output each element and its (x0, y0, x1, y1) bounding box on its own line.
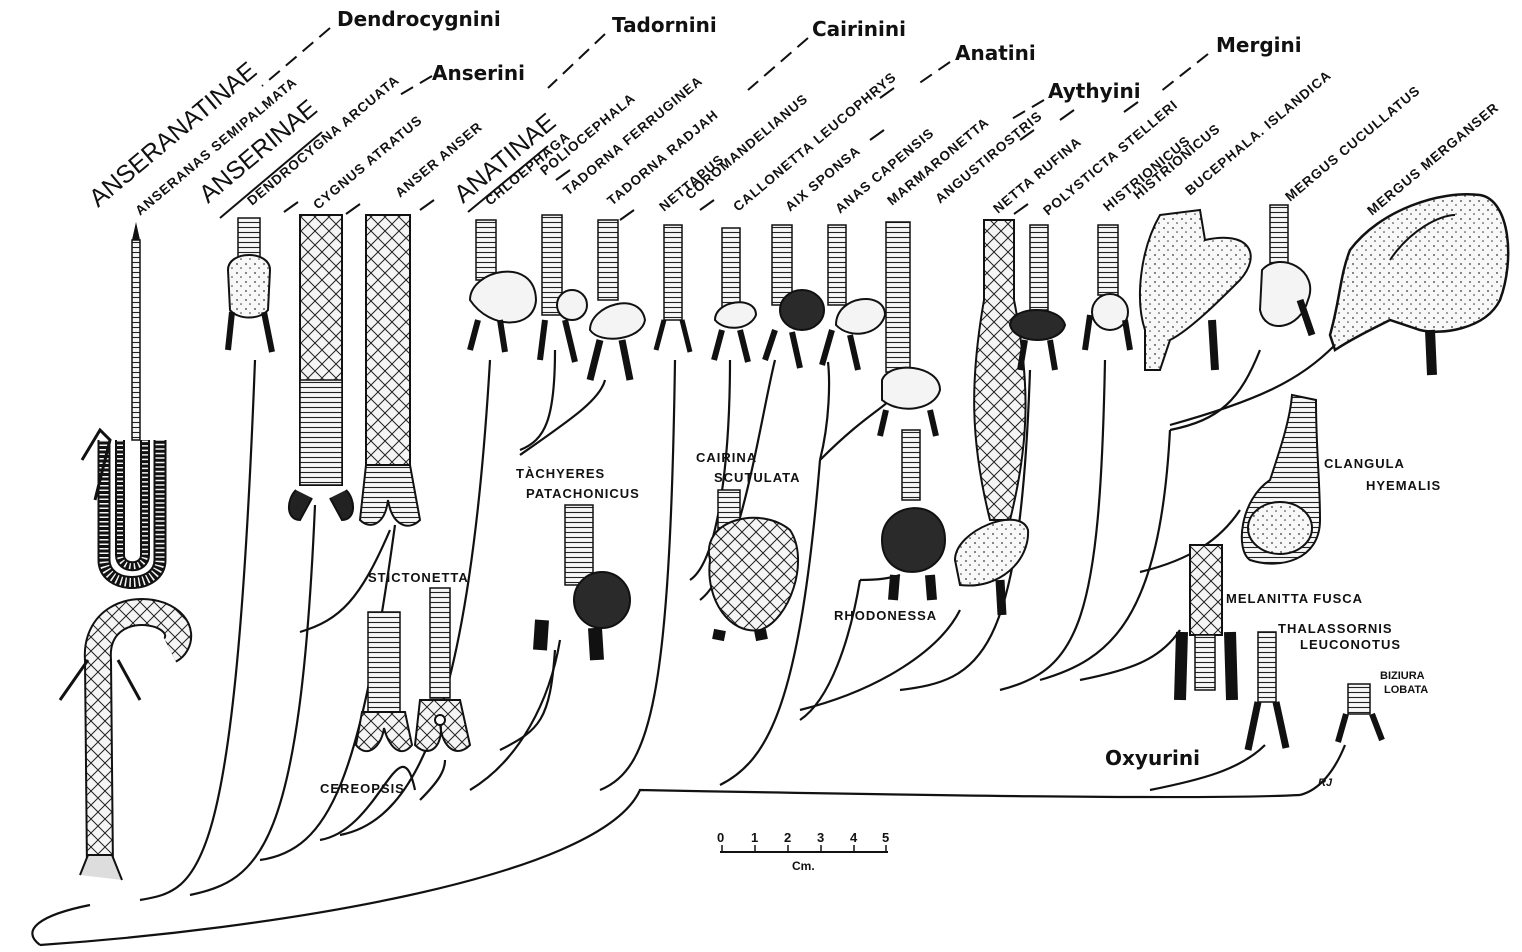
stictonetta-syrinx (415, 588, 470, 751)
tribe-dendrocygnini: Dendrocygnini (337, 7, 501, 31)
species-labels: ANSERANAS SEMIPALMATA DENDROCYGNA ARCUAT… (132, 67, 1501, 218)
anseranas-trachea-lower (60, 612, 178, 880)
label-biziura-1: BIZIURA (1380, 670, 1425, 682)
anseranas-syrinx (82, 222, 160, 583)
scale-bar: 0 1 2 3 4 5 Cm. (717, 830, 889, 873)
artist-signature: RJ (1318, 777, 1333, 789)
chloephaga-syrinx (470, 220, 536, 352)
scale-tick-0: 0 (717, 830, 724, 845)
tribe-leader-lines (262, 28, 1208, 120)
tachyeres-syrinx (540, 505, 630, 660)
callonetta-syrinx (714, 228, 756, 362)
anas-syrinx (822, 225, 885, 370)
label-clangula-2: HYEMALIS (1366, 478, 1441, 493)
aix-syrinx (765, 225, 824, 368)
label-stictonetta: STICTONETTA (368, 570, 469, 585)
bucephala-syrinx (1140, 210, 1251, 370)
label-clangula-1: CLANGULA (1324, 456, 1405, 471)
histrionicus-syrinx (1085, 225, 1130, 350)
scale-tick-3: 3 (817, 830, 824, 845)
tribe-tadornini: Tadornini (612, 13, 717, 37)
tadorna-ferruginea-syrinx (540, 215, 587, 362)
biziura-syrinx (1338, 684, 1382, 742)
cairina-syrinx (709, 490, 798, 640)
nettapus-syrinx (656, 225, 690, 352)
label-cairina-1: CAIRINA (696, 450, 757, 465)
tribe-cairinini: Cairinini (812, 17, 906, 41)
tribe-anserini: Anserini (432, 61, 525, 85)
scale-tick-1: 1 (751, 830, 758, 845)
label-cairina-2: SCUTULATA (714, 470, 801, 485)
scale-tick-5: 5 (882, 830, 889, 845)
label-tachyeres-1: TÀCHYERES (516, 466, 605, 481)
mergus-merganser-syrinx (1330, 194, 1508, 375)
marmaronetta-syrinx (880, 222, 940, 436)
label-nettapus-2: COROMANDELIANUS (682, 91, 811, 202)
label-tadorna-radjah: TADORNA RADJAH (604, 107, 721, 208)
mergus-cucullatus-syrinx (1260, 205, 1312, 335)
dendrocygna-syrinx (228, 218, 272, 352)
label-cereopsis: CEREOPSIS (320, 781, 405, 796)
label-rhodonessa: RHODONESSA (834, 608, 937, 623)
tribe-aythyini: Aythyini (1048, 79, 1141, 103)
anser-syrinx (360, 215, 420, 526)
label-biziura-2: LOBATA (1384, 684, 1428, 696)
thalassornis-syrinx (1248, 632, 1286, 750)
scale-unit: Cm. (792, 859, 815, 873)
scale-tick-2: 2 (784, 830, 791, 845)
label-melanitta: MELANITTA FUSCA (1226, 591, 1363, 606)
phylogeny-branches (32, 345, 1345, 945)
netta-syrinx (955, 220, 1028, 615)
label-thalassornis-2: LEUCONOTUS (1300, 637, 1401, 652)
scale-tick-4: 4 (850, 830, 858, 845)
tribe-mergini: Mergini (1216, 33, 1302, 57)
tadorna-radjah-syrinx (590, 220, 645, 380)
cygnus-syrinx (289, 215, 353, 520)
melanitta-syrinx (1180, 545, 1232, 700)
label-thalassornis-1: THALASSORNIS (1278, 621, 1393, 636)
rhodonessa-syrinx (882, 430, 945, 600)
tribe-anatini: Anatini (955, 41, 1036, 65)
cereopsis-syrinx (356, 612, 412, 751)
label-tachyeres-2: PATACHONICUS (526, 486, 640, 501)
clangula-syrinx (1242, 395, 1320, 564)
tribe-oxyurini: Oxyurini (1105, 746, 1200, 770)
